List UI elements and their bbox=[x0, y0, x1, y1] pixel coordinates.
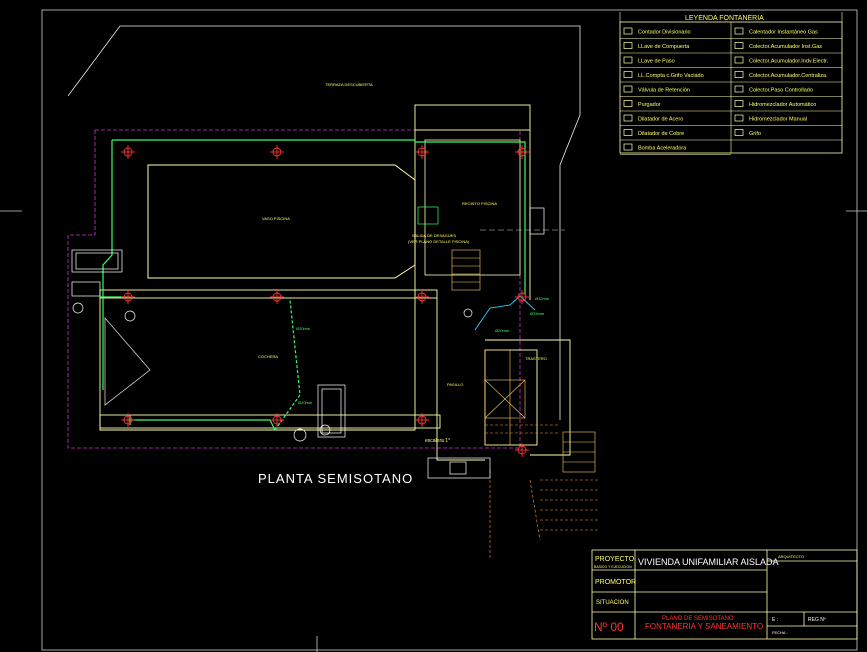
manual-hydro-icon bbox=[734, 114, 744, 122]
legend-item-label: Dilatador de Acero bbox=[638, 117, 683, 123]
label-outlet-2: (VER PLANO DETALLE PISCINA) bbox=[408, 239, 470, 244]
pipe-label: Ø20mm bbox=[296, 326, 311, 331]
scale-label: E : bbox=[772, 617, 778, 623]
legend-item-label: Calentador Instantáneo Gas bbox=[749, 30, 818, 36]
central-boiler-icon bbox=[734, 71, 744, 78]
pipe-label: Ø25mm bbox=[530, 311, 545, 316]
drainage-steps bbox=[485, 424, 600, 560]
pipe-label: Ø32mm bbox=[535, 296, 550, 301]
pump-icon bbox=[623, 143, 633, 151]
site-boundary bbox=[67, 25, 581, 420]
controlled-boiler-icon bbox=[734, 85, 744, 93]
faucet-icon bbox=[734, 129, 744, 136]
legend-item-label: Colector.Acumulador.Centraliza. bbox=[749, 73, 828, 79]
label-storage: TRASTERO bbox=[525, 356, 547, 361]
legend-item-label: Bomba Aceleradora bbox=[638, 146, 687, 152]
legend-title: LEYENDA FONTANERIA bbox=[685, 15, 764, 22]
legend-item-label: Dilatador de Cobre bbox=[638, 131, 684, 137]
auto-hydro-icon bbox=[734, 100, 744, 107]
promotor-label: PROMOTOR bbox=[595, 579, 636, 586]
proyecto-label: PROYECTO bbox=[595, 556, 635, 563]
legend-item-label: LLave de Compuerta bbox=[638, 44, 690, 50]
check-valve-icon bbox=[623, 71, 633, 78]
legend-item-label: Grifo bbox=[749, 131, 761, 137]
pool-enclosure bbox=[424, 139, 521, 276]
reg-label: REG Nº bbox=[808, 617, 826, 623]
electric-boiler-icon bbox=[734, 56, 744, 64]
retention-valve-icon bbox=[623, 85, 633, 93]
pipe-label: Ø20mm bbox=[298, 400, 313, 405]
legend-item-label: Hidromezclador Manual bbox=[749, 117, 807, 123]
pipe-label: Ø20mm bbox=[495, 328, 510, 333]
label-outlet-1: SALIDA DE DESAGÜES bbox=[412, 233, 456, 238]
legend-item-label: Colector.Acumulador Inst.Gas bbox=[749, 44, 822, 50]
plan-title: PLANTA SEMISOTANO bbox=[258, 471, 413, 486]
drawing-number: Nº 00 bbox=[594, 620, 624, 634]
purge-icon bbox=[623, 100, 633, 107]
gas-heater-icon bbox=[734, 27, 744, 35]
property-line bbox=[67, 129, 521, 449]
garage-ramp bbox=[104, 316, 151, 406]
architect-label: ARQUITECTO bbox=[778, 554, 804, 559]
sheet-frame bbox=[41, 9, 858, 651]
drawing-title-2: FONTANERIA Y SANEAMIENTO bbox=[645, 622, 763, 631]
legend: LEYENDA FONTANERIA Contador Divisionario… bbox=[619, 12, 843, 155]
label-garage: COCHERA bbox=[258, 354, 278, 359]
building-walls bbox=[99, 104, 571, 461]
legend-item-label: Hidromezclador Automático bbox=[749, 102, 816, 108]
title-block bbox=[591, 549, 858, 640]
legend-item-label: Contador Divisionario bbox=[638, 30, 691, 36]
situacion-label: SITUACION bbox=[596, 600, 629, 606]
legend-item-label: Válvula de Retención bbox=[638, 88, 690, 94]
project-name: VIVIENDA UNIFAMILIAR AISLADA bbox=[638, 557, 779, 567]
label-stair: escalera 1° bbox=[425, 438, 450, 444]
cyan-pipes bbox=[474, 295, 536, 331]
proyecto-sublabel: BASICO Y EJECUCION bbox=[594, 565, 632, 569]
label-hall: PASILLO bbox=[447, 382, 463, 387]
label-terrace: TERRAZA DESCUBIERTA bbox=[325, 82, 373, 87]
gate-valve-icon bbox=[623, 42, 633, 49]
label-pool: VASO PISCINA bbox=[262, 216, 290, 221]
stairs bbox=[451, 249, 596, 473]
pool-basin bbox=[147, 164, 416, 279]
legend-item-label: Purgador bbox=[638, 102, 661, 108]
legend-item-label: LL.Compta c.Grifo Vaciado bbox=[638, 73, 704, 79]
fixtures bbox=[71, 206, 545, 479]
copper-expansion-icon bbox=[623, 129, 633, 136]
date-label: FECHA : bbox=[772, 630, 788, 635]
stop-valve-icon bbox=[623, 56, 633, 64]
drawing-title-1: PLANO DE SEMISOTANO bbox=[662, 616, 734, 622]
column-markers bbox=[121, 145, 529, 457]
legend-item-label: Colector.Paso Controllado bbox=[749, 88, 813, 94]
gas-boiler-icon bbox=[734, 42, 744, 49]
legend-item-label: Colector.Acumulador.Indv.Electr. bbox=[749, 59, 829, 65]
steel-expansion-icon bbox=[623, 114, 633, 122]
label-pool-room: RECINTO PISCINA bbox=[462, 201, 497, 206]
legend-item-label: LLave de Paso bbox=[638, 59, 675, 65]
meter-icon bbox=[623, 27, 633, 35]
